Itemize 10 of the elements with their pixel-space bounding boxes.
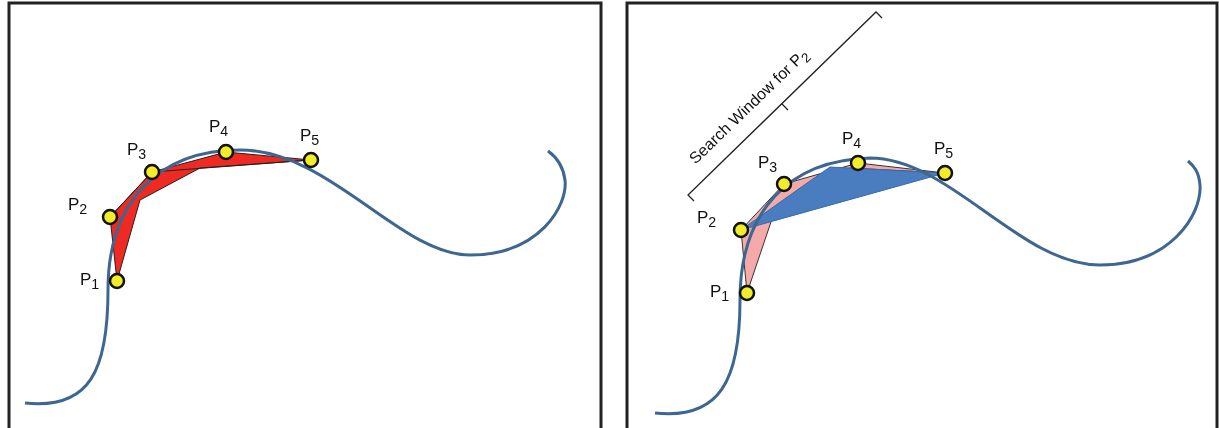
point-label: P$_{3}$	[758, 154, 778, 175]
point-label: P$_{5}$	[934, 140, 954, 161]
point-label: P$_{2}$	[697, 209, 717, 230]
point-label: P$_{4}$	[842, 130, 862, 151]
point-label: P$_{4}$	[209, 118, 229, 139]
point-label: P$_{1}$	[710, 283, 730, 304]
point-label: P$_{2}$	[68, 196, 88, 217]
point-label: P$_{3}$	[127, 141, 147, 162]
point-label: P$_{1}$	[80, 271, 100, 292]
point-label: P$_{5}$	[300, 127, 320, 148]
